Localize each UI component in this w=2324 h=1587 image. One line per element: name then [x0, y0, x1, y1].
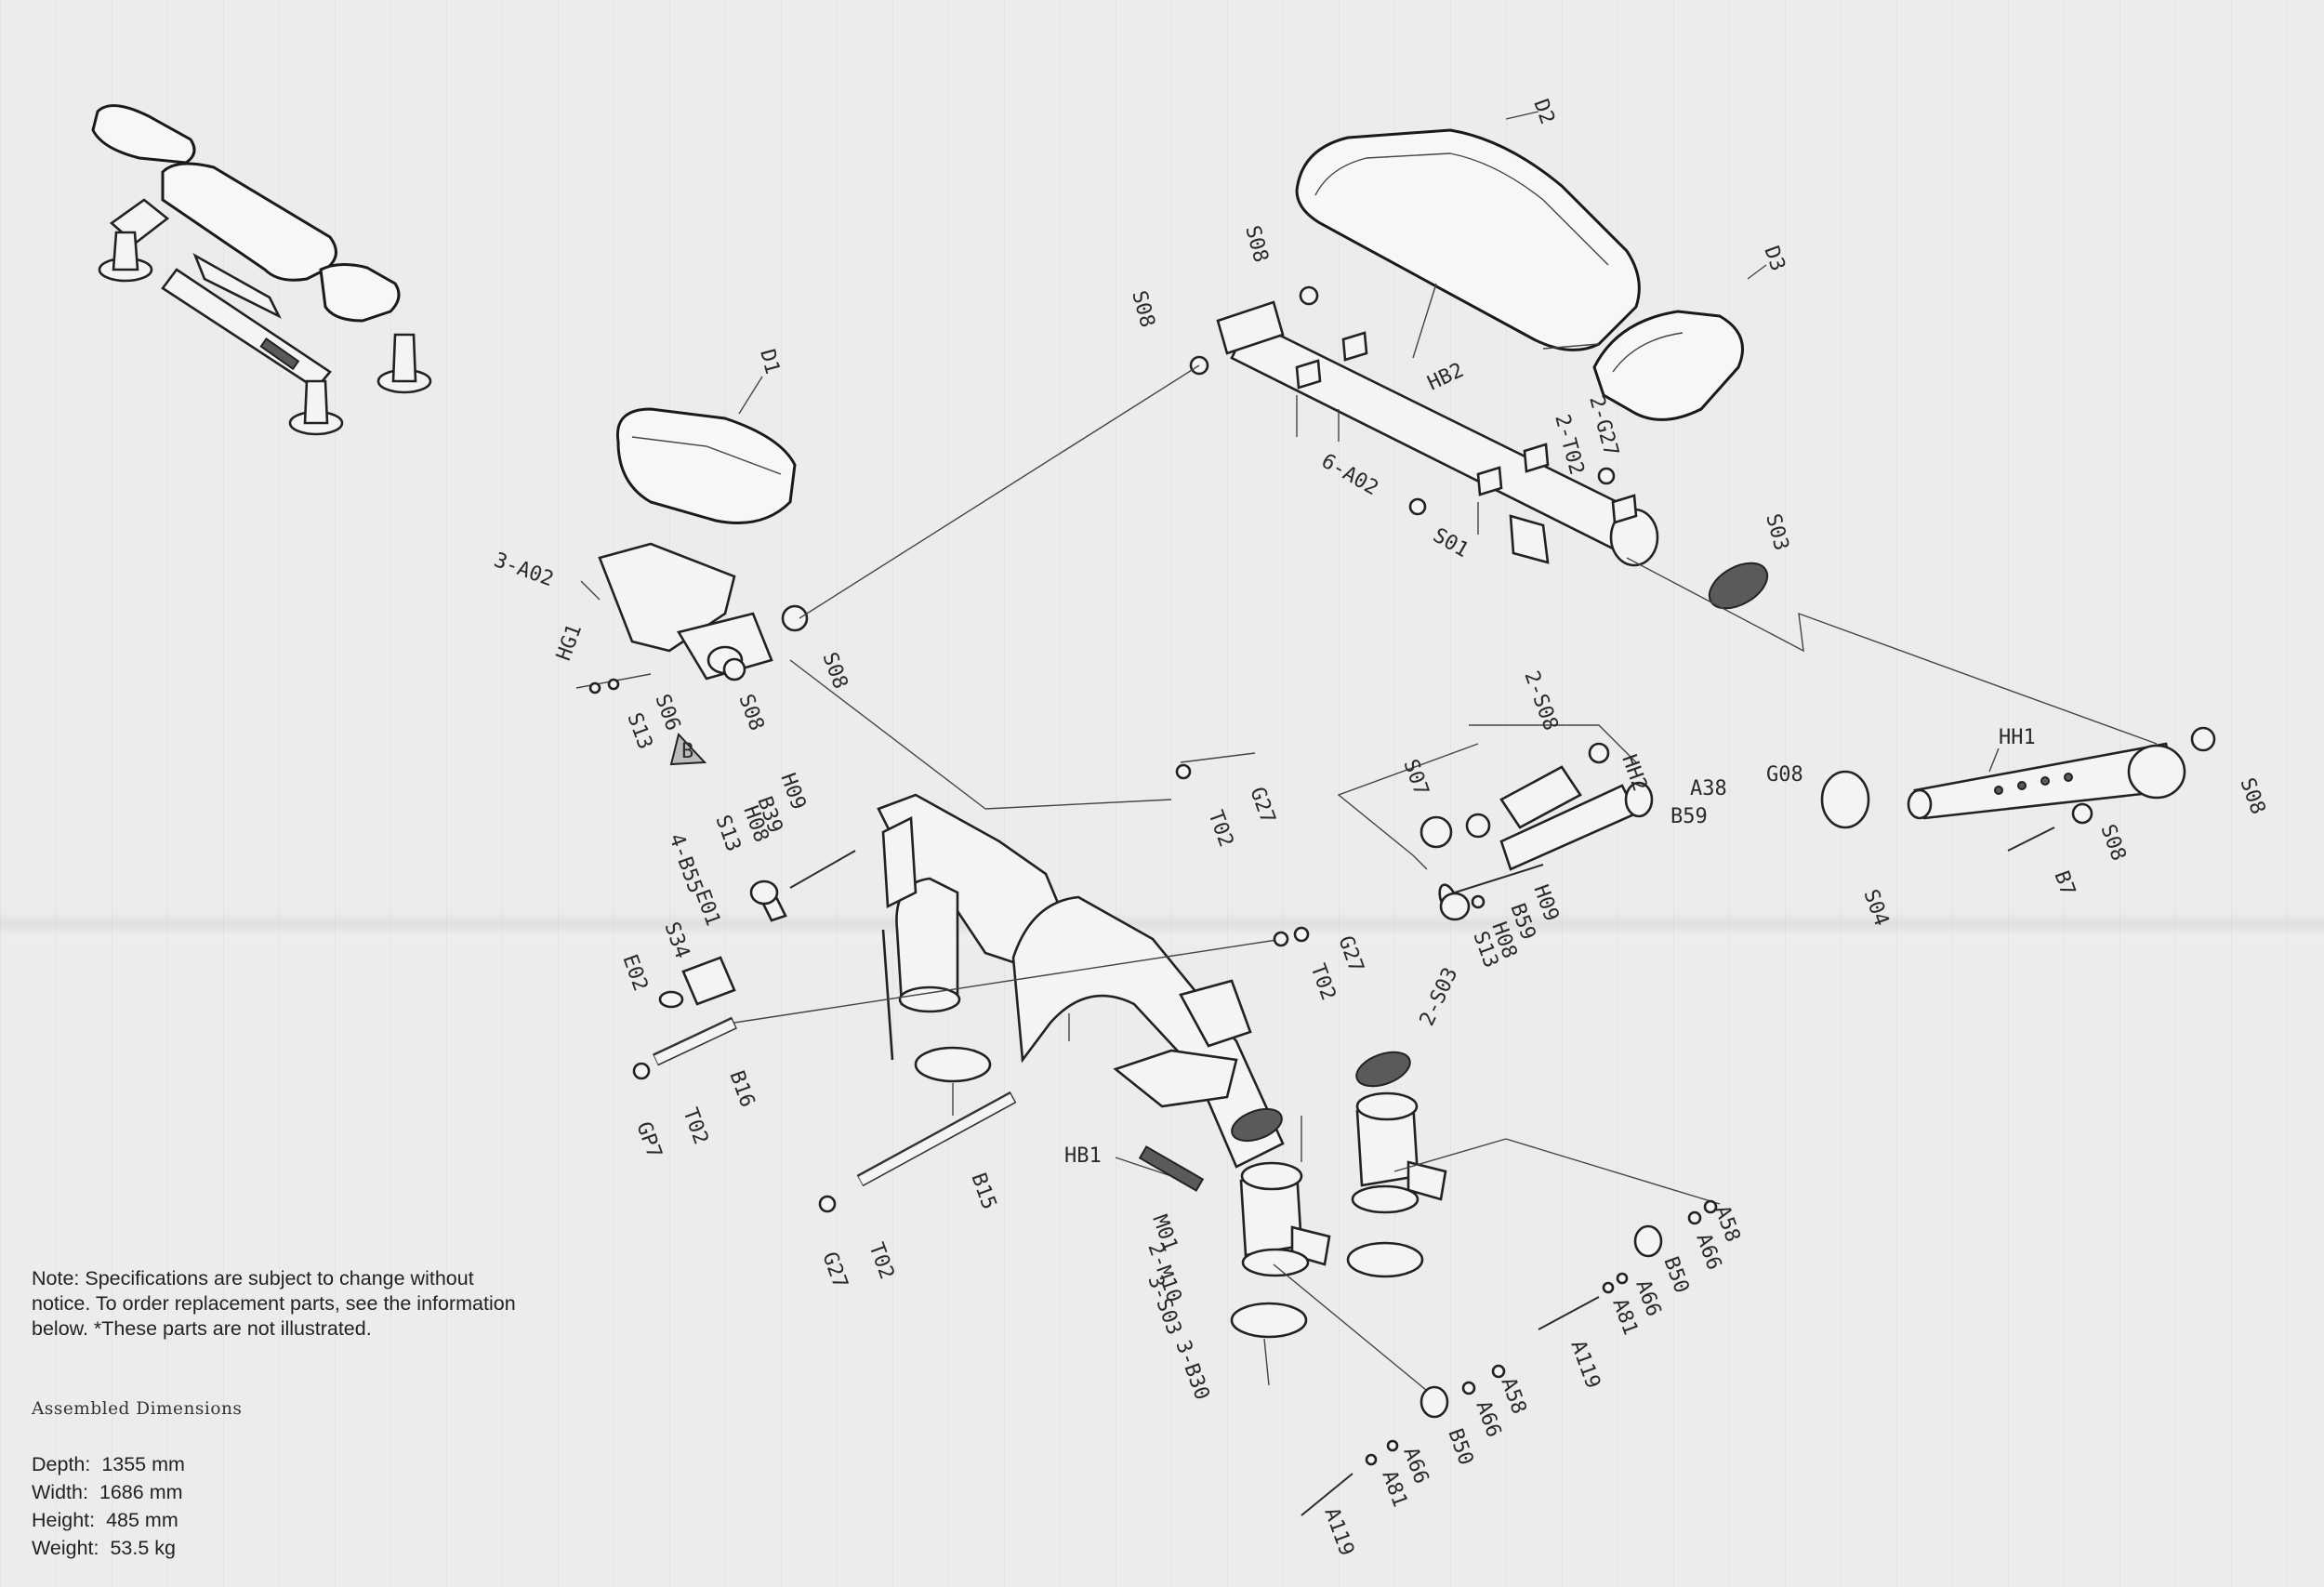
- label-s08-c: S08: [817, 650, 852, 693]
- label-gp7: GP7: [631, 1119, 666, 1162]
- washer-s01: [1408, 497, 1427, 516]
- seat-pad-d1: [615, 407, 797, 524]
- label-e02: E02: [617, 952, 652, 995]
- label-t02-b: T02: [864, 1240, 898, 1283]
- arm-hh1: [1820, 726, 2216, 852]
- label-s06: S06: [650, 692, 684, 734]
- label-hb1: HB1: [1064, 1144, 1102, 1168]
- label-a119-b: A119: [1319, 1505, 1358, 1559]
- label-a119-a: A119: [1565, 1338, 1604, 1392]
- label-t02-c: T02: [1203, 808, 1237, 851]
- specification-note: Note: Specifications are subject to chan…: [32, 1267, 516, 1340]
- hardware-stack-right: [1393, 1138, 1721, 1330]
- label-hg1: HG1: [552, 621, 587, 664]
- label-d2: D2: [1528, 97, 1559, 127]
- label-a38: A38: [1690, 777, 1727, 800]
- label-b50-a: B50: [1658, 1254, 1693, 1297]
- foot-cap-c: [1230, 1302, 1308, 1339]
- label-s03: S03: [1761, 511, 1792, 553]
- label-s08-e: S08: [2235, 775, 2269, 818]
- label-6-a02: 6-A02: [1317, 450, 1382, 501]
- hardware-stack-left: [1273, 1263, 1506, 1516]
- washer-g27: [1597, 467, 1616, 485]
- label-s08-a: S08: [1240, 223, 1272, 265]
- washer-t02-a: [632, 1062, 651, 1080]
- label-3-b30: 3-B30: [1170, 1338, 1213, 1404]
- label-s08-f: S08: [2095, 822, 2130, 865]
- label-s08-d: S08: [733, 692, 768, 734]
- label-s13-a: S13: [622, 710, 656, 753]
- label-g27-b: G27: [1245, 785, 1279, 827]
- label-a58-b: A58: [1496, 1375, 1530, 1418]
- label-d1: D1: [755, 347, 784, 377]
- label-2-t02: 2-T02: [1550, 412, 1588, 477]
- label-s08-b: S08: [1127, 288, 1158, 330]
- label-b15: B15: [966, 1170, 1000, 1213]
- label-s13-b: S13: [710, 813, 745, 855]
- label-2-s08: 2-S08: [1519, 668, 1562, 734]
- grip-m01: [1138, 1145, 1205, 1192]
- label-g27-a: G27: [817, 1250, 852, 1292]
- assembled-bench-thumbnail: [91, 104, 432, 436]
- dimension-depth: Depth: 1355 mm: [32, 1453, 185, 1475]
- label-h09-a: H09: [775, 771, 810, 813]
- label-t02-a: T02: [678, 1105, 712, 1148]
- warning-badge: [669, 732, 707, 766]
- label-hb2: HB2: [1424, 359, 1468, 395]
- label-hh1: HH1: [1999, 726, 2036, 749]
- label-b50-b: B50: [1443, 1426, 1477, 1469]
- seat-cushion-d3: [1592, 310, 1744, 421]
- label-e01: E01: [690, 887, 724, 930]
- label-s34: S34: [659, 919, 693, 962]
- label-s04: S04: [1858, 887, 1893, 930]
- label-a81-a: A81: [1607, 1296, 1642, 1339]
- washer-g27-b: [1175, 763, 1192, 780]
- dimension-weight: Weight: 53.5 kg: [32, 1537, 176, 1559]
- seat-frame-hb2: [1216, 300, 1659, 567]
- dimension-width: Width: 1686 mm: [32, 1481, 183, 1503]
- label-3-a02: 3-A02: [491, 549, 557, 591]
- end-cap-s03: [1708, 562, 1769, 610]
- seat-cushion-d2: [1295, 128, 1641, 351]
- label-a66-c: A66: [1471, 1398, 1505, 1441]
- rear-leg: [1239, 1161, 1331, 1277]
- bracket-hg1: [598, 542, 773, 681]
- label-t02-d: T02: [1305, 961, 1340, 1004]
- front-leg: [1351, 1091, 1447, 1214]
- dimensions-list: Depth: 1355 mm Width: 1686 mm Height: 48…: [32, 1450, 185, 1562]
- dimensions-title: Assembled Dimensions: [32, 1399, 243, 1419]
- label-badge: B: [681, 740, 693, 763]
- bushing-s08-c: [781, 604, 809, 632]
- bushing-s08-d: [722, 657, 746, 681]
- foot-cap-b: [1346, 1241, 1424, 1278]
- dimension-height: Height: 485 mm: [32, 1509, 178, 1531]
- label-b16: B16: [724, 1068, 759, 1111]
- label-b7: B7: [2049, 868, 2080, 899]
- label-b59-a: B59: [1670, 805, 1708, 828]
- label-4-b55: 4-B55: [664, 831, 706, 897]
- end-cap-2-s03: [1355, 1051, 1411, 1088]
- main-frame-hb1: [877, 793, 1285, 1169]
- adjuster-hh2: [1337, 724, 1654, 921]
- washer-t02-b: [818, 1195, 837, 1213]
- pop-pin-assembly: [658, 850, 894, 1061]
- washer-s08-a: [1299, 285, 1319, 306]
- label-g08: G08: [1766, 763, 1803, 787]
- foot-cap-a: [914, 1046, 992, 1083]
- label-g27-c: G27: [1333, 933, 1367, 976]
- label-s01: S01: [1429, 524, 1472, 563]
- label-2-s03: 2-S03: [1416, 964, 1463, 1030]
- label-d3: D3: [1759, 244, 1789, 274]
- end-cap-m: [1231, 1107, 1283, 1143]
